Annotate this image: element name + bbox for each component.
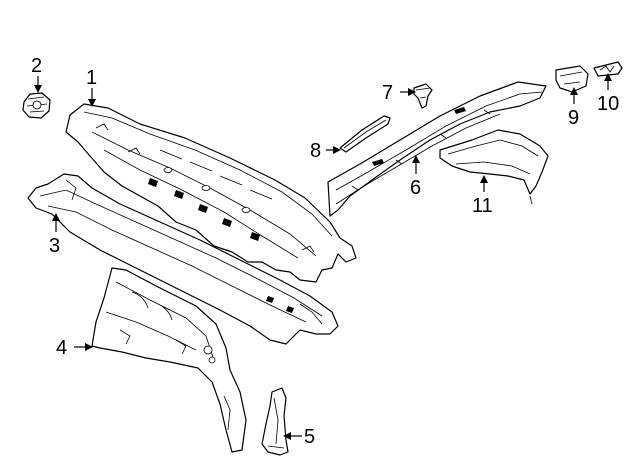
part-11-extension xyxy=(439,129,549,205)
callout-labels: 1 2 3 4 5 6 7 8 9 10 11 xyxy=(31,55,619,448)
part-8-seal xyxy=(339,115,391,153)
part-9-bracket xyxy=(555,65,589,93)
callout-9: 9 xyxy=(568,107,579,129)
callout-11: 11 xyxy=(472,195,493,217)
callout-5: 5 xyxy=(304,426,315,448)
leader-lines xyxy=(34,73,612,440)
part-3-dash-crossmember xyxy=(27,173,339,345)
part-1-cowl-panel xyxy=(65,103,357,283)
callout-7: 7 xyxy=(382,82,393,104)
callout-10: 10 xyxy=(597,93,619,115)
part-4-side-panel xyxy=(91,267,247,453)
part-7-clip xyxy=(413,83,433,109)
part-6-cowl-top xyxy=(327,81,547,217)
callout-2: 2 xyxy=(31,55,42,77)
callout-3: 3 xyxy=(49,235,60,257)
callout-1: 1 xyxy=(86,67,97,89)
part-5-bracket xyxy=(261,387,289,456)
callout-8: 8 xyxy=(310,140,321,162)
part-2-bolt xyxy=(22,92,51,119)
callout-4: 4 xyxy=(56,337,67,359)
part-10-clip xyxy=(593,61,623,77)
callout-6: 6 xyxy=(410,177,421,199)
